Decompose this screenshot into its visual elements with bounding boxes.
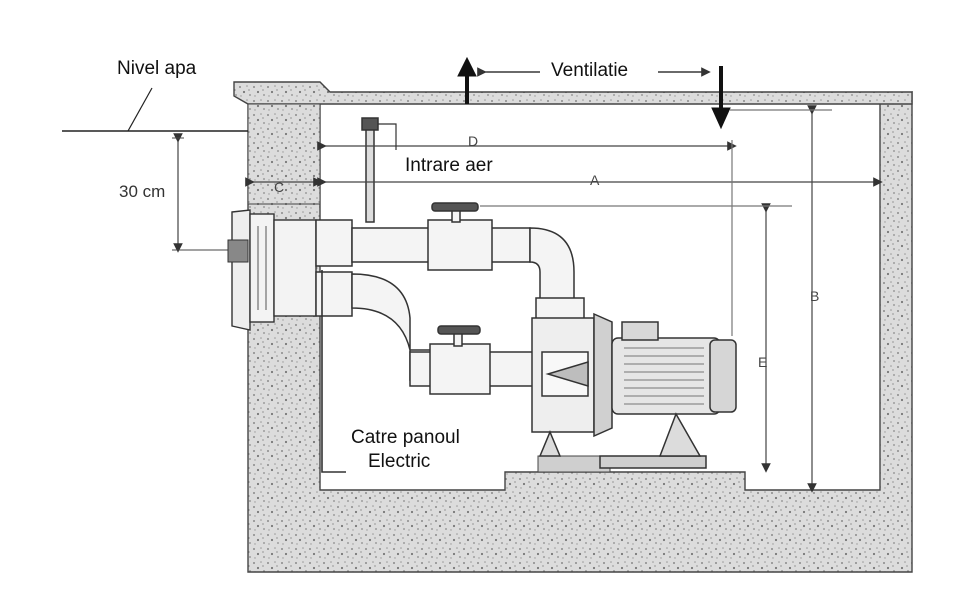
ventilation-label: Ventilatie [551, 60, 629, 81]
pump-inlet-fitting [535, 297, 585, 321]
water-level-label: Nivel apa [117, 58, 197, 79]
lower-valve-handle [437, 325, 481, 335]
motor-body [611, 337, 721, 415]
wall-pass-through-hatch [247, 103, 321, 205]
pump-housing [593, 312, 613, 438]
piping [315, 117, 585, 395]
motor-feet [599, 455, 707, 469]
air-intake-cap [361, 117, 379, 131]
concrete-structure [233, 81, 913, 573]
lower-valve-body [429, 343, 491, 395]
wall-skimmer [227, 209, 317, 331]
upper-elbow [529, 227, 575, 301]
impeller-cone [545, 360, 589, 388]
motor-fins [624, 347, 704, 405]
dimension-b-label: B [810, 288, 820, 304]
water-level-marker [62, 87, 250, 253]
electric-panel-label-line2: Electric [368, 451, 431, 472]
ventilation-arrows [457, 56, 731, 130]
electric-cable [321, 270, 346, 473]
upper-valve-body [427, 219, 493, 271]
pump-support [538, 430, 562, 457]
air-intake-label: Intrare aer [405, 155, 493, 176]
dimension-e-label: E [758, 354, 768, 370]
pump-base [537, 455, 611, 473]
dimension-a-label: A [590, 172, 600, 188]
electric-panel-label-line1: Catre panoul [351, 427, 460, 448]
pump-unit [531, 312, 737, 469]
motor-fan-cover [709, 339, 737, 413]
air-intake-pipe [365, 127, 375, 223]
upper-valve-handle [431, 202, 479, 212]
depth-label: 30 cm [119, 182, 166, 201]
pool-coping [233, 81, 913, 105]
dimension-c-label: C [274, 179, 285, 195]
upper-pipe-fitting [315, 219, 353, 267]
air-intake-marker [378, 123, 397, 150]
motor-support [658, 412, 702, 457]
motor-terminal-box [621, 321, 659, 341]
dimension-d-label: D [468, 133, 479, 149]
dimension-lines [245, 105, 883, 493]
